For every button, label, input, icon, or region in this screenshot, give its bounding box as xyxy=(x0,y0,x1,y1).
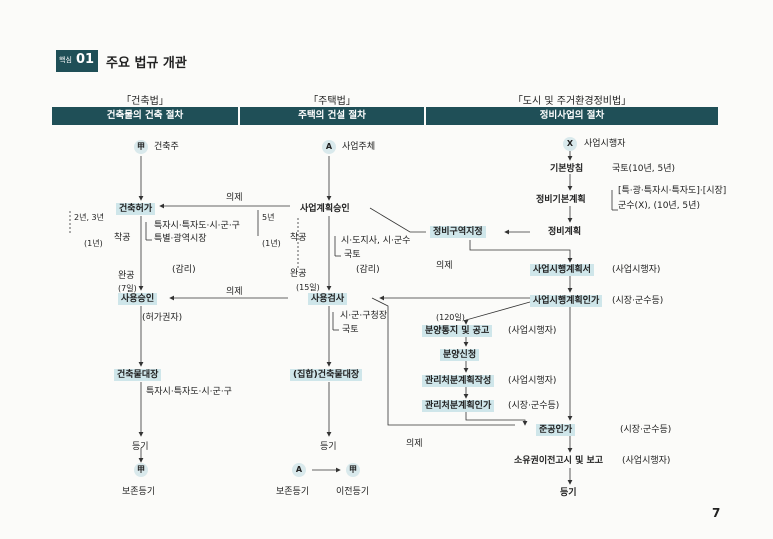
inspection-authority-2: 국토 xyxy=(342,325,359,335)
section-badge: 핵심 01 xyxy=(56,50,98,72)
sale-notice: 분양통지 및 공고 xyxy=(422,325,493,337)
housing-days: (15일) xyxy=(296,283,320,292)
permit-period: 2년, 3년 xyxy=(74,213,104,222)
developer-label: 사업주체 xyxy=(342,142,376,152)
badge-number: 01 xyxy=(76,52,95,67)
management-plan-auth: (사업시행자) xyxy=(508,376,557,386)
housing-sym-a: A xyxy=(292,463,306,477)
implementer-label: 사업시행자 xyxy=(584,139,626,149)
use-approval: 사용승인 xyxy=(118,293,158,305)
days-120: (120일) xyxy=(436,313,465,322)
housing-sym-b: 甲 xyxy=(346,463,360,477)
housing-period: 5년 xyxy=(262,213,275,222)
deem-4: 의제 xyxy=(406,439,423,449)
housing-supervision: (감리) xyxy=(356,265,380,275)
use-inspection: 사용검사 xyxy=(308,293,348,305)
implementer-symbol: X xyxy=(563,137,577,151)
housing-authority-2: 국토 xyxy=(344,250,361,260)
plan-approval: 사업계획승인 xyxy=(300,204,350,214)
management-plan: 관리처분계획작성 xyxy=(422,375,495,387)
page-number: 7 xyxy=(712,506,721,520)
building-complete: 완공 xyxy=(118,271,135,281)
law-housing: 「주택법」 xyxy=(308,96,356,107)
building-ledger: 건축물대장 xyxy=(114,369,162,381)
permit-authority-2: 특별·광역시장 xyxy=(154,234,207,244)
header-housing: 주택의 건설 절차 xyxy=(240,107,424,125)
implementation-approval: 사업시행계획인가 xyxy=(530,295,603,307)
impl-plan-auth: (사업시행자) xyxy=(612,265,661,275)
building-reg-type: 보존등기 xyxy=(122,487,156,497)
sale-application: 분양신청 xyxy=(440,349,480,361)
owner-symbol: 甲 xyxy=(134,140,148,154)
law-urban: 「도시 및 주거환경정비법」 xyxy=(512,96,632,107)
management-approval: 관리처분계획인가 xyxy=(422,400,495,412)
building-supervision: (감리) xyxy=(172,265,196,275)
inspection-authority-1: 시·군·구청장 xyxy=(340,311,388,321)
basic-policy-auth: 국토(10년, 5년) xyxy=(612,164,676,174)
basic-plan-auth-2: 군수(X), (10년, 5년) xyxy=(618,201,700,211)
housing-authority-1: 시·도지사, 시·군수 xyxy=(341,236,411,246)
completion-auth: (시장·군수등) xyxy=(620,425,672,435)
badge-label: 핵심 xyxy=(59,56,72,64)
deem-2: 의제 xyxy=(226,287,243,297)
section-title: 주요 법규 개관 xyxy=(106,56,187,71)
sale-notice-auth: (사업시행자) xyxy=(508,326,557,336)
implementation-plan: 사업시행계획서 xyxy=(530,264,594,276)
housing-reg-b: 이전등기 xyxy=(336,487,370,497)
housing-register: 등기 xyxy=(320,442,337,452)
owner-label: 건축주 xyxy=(154,142,179,152)
basic-plan: 정비기본계획 xyxy=(536,195,586,205)
housing-year: (1년) xyxy=(262,239,281,248)
deem-1: 의제 xyxy=(226,193,243,203)
housing-start: 착공 xyxy=(290,233,307,243)
approval-issuer: (허가권자) xyxy=(142,313,183,323)
deem-3: 의제 xyxy=(436,261,453,271)
building-register: 등기 xyxy=(132,442,149,452)
transfer-auth: (사업시행자) xyxy=(622,456,671,466)
developer-symbol: A xyxy=(322,140,336,154)
header-urban: 정비사업의 절차 xyxy=(426,107,718,125)
management-approval-auth: (시장·군수등) xyxy=(508,401,560,411)
transfer-notice: 소유권이전고시 및 보고 xyxy=(514,456,604,466)
impl-approval-auth: (시장·군수등) xyxy=(612,296,664,306)
redevelopment-plan: 정비계획 xyxy=(548,227,582,237)
building-start: 착공 xyxy=(114,233,131,243)
building-permit: 건축허가 xyxy=(116,203,156,215)
building-days: (7일) xyxy=(118,284,137,293)
housing-complete: 완공 xyxy=(290,269,307,279)
basic-policy: 기본방침 xyxy=(550,164,584,174)
permit-authority-1: 특자시·특자도·시·군·구 xyxy=(154,221,240,231)
housing-reg-a: 보존등기 xyxy=(276,487,310,497)
permit-year: (1년) xyxy=(84,239,103,248)
completion-approval: 준공인가 xyxy=(536,424,576,436)
header-building: 건축물의 건축 절차 xyxy=(52,107,238,125)
urban-register: 등기 xyxy=(560,488,577,498)
housing-ledger: (집합)건축물대장 xyxy=(290,369,363,381)
ledger-authority: 특자시·특자도·시·군·구 xyxy=(146,387,232,397)
basic-plan-auth-1: [특·광·특자시·특자도]·[시장] xyxy=(618,186,727,196)
register-symbol: 甲 xyxy=(134,463,148,477)
zone-designation: 정비구역지정 xyxy=(430,226,486,238)
law-building: 「건축법」 xyxy=(121,96,169,107)
